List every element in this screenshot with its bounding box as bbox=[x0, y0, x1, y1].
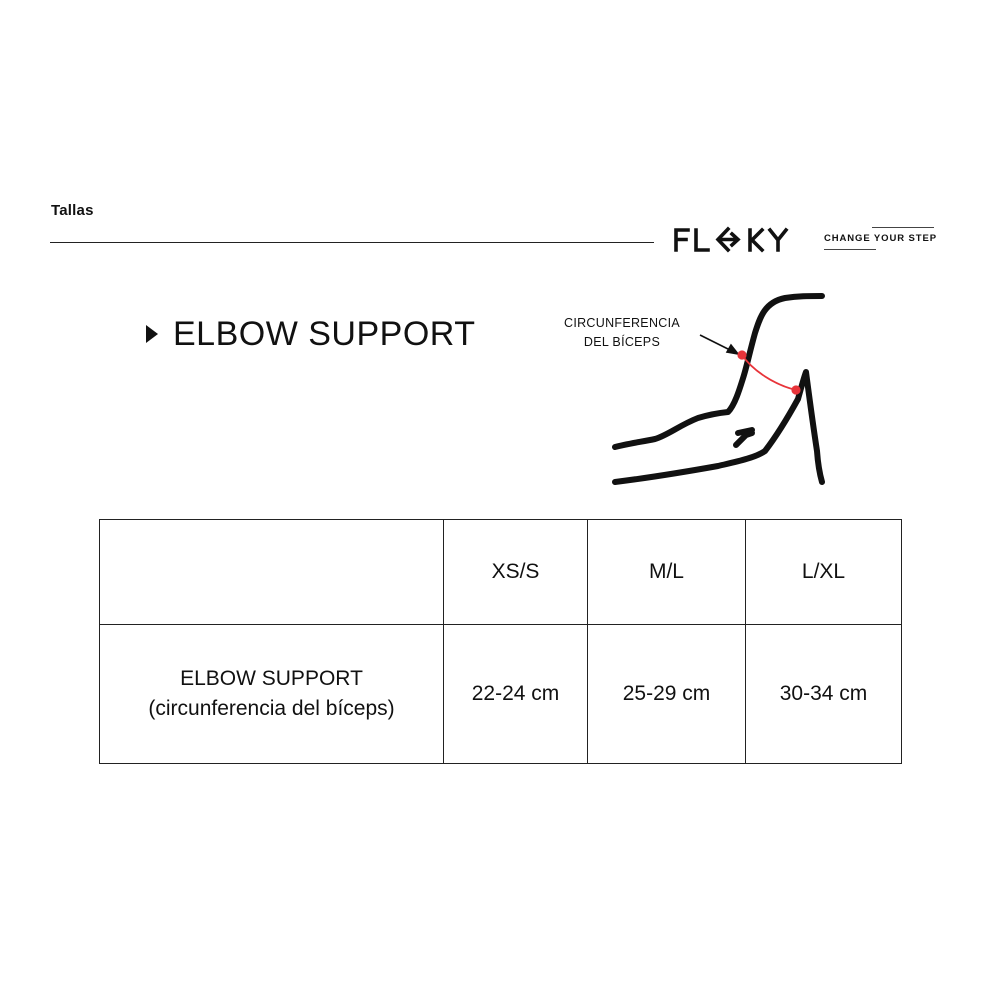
arrow-icon bbox=[699, 334, 740, 356]
triangle-right-icon bbox=[146, 325, 158, 343]
diagram-label-line-1: CIRCUNFERENCIA bbox=[564, 316, 681, 330]
row-label-line-2: (circunferencia del bíceps) bbox=[148, 697, 395, 720]
bicep-measure-curve bbox=[741, 354, 797, 391]
value-m-l: 25-29 cm bbox=[587, 624, 746, 764]
measure-point-bottom bbox=[791, 385, 801, 395]
row-label: ELBOW SUPPORT (circunferencia del bíceps… bbox=[100, 664, 443, 724]
arm-bicep-outline-icon bbox=[612, 293, 825, 485]
measure-point-top bbox=[737, 350, 747, 360]
row-label-line-1: ELBOW SUPPORT bbox=[180, 667, 363, 690]
brand-tagline-wrap: CHANGE YOUR STEP bbox=[824, 227, 937, 253]
header-blank-cell bbox=[99, 519, 444, 625]
tagline-rule-bottom bbox=[824, 249, 876, 250]
header-size-xs-s: XS/S bbox=[443, 519, 588, 625]
brand-tagline: CHANGE YOUR STEP bbox=[824, 233, 937, 244]
size-table: XS/S M/L L/XL ELBOW SUPPORT (circunferen… bbox=[99, 519, 902, 764]
header-size-l-xl: L/XL bbox=[745, 519, 902, 625]
floky-wordmark-icon bbox=[674, 226, 789, 253]
table-row: ELBOW SUPPORT (circunferencia del bíceps… bbox=[99, 624, 902, 764]
product-title: ELBOW SUPPORT bbox=[173, 315, 476, 353]
brand-block: CHANGE YOUR STEP bbox=[672, 222, 942, 258]
header-divider bbox=[50, 242, 654, 243]
arm-outline bbox=[612, 293, 825, 485]
tagline-rule-top bbox=[872, 227, 934, 228]
row-label-cell: ELBOW SUPPORT (circunferencia del bíceps… bbox=[99, 624, 444, 764]
diagram-label-line-2: DEL BÍCEPS bbox=[583, 335, 661, 349]
value-l-xl: 30-34 cm bbox=[745, 624, 902, 764]
measurement-diagram: CIRCUNFERENCIA DEL BÍCEPS bbox=[560, 285, 840, 490]
page-label: Tallas bbox=[51, 202, 94, 219]
table-header-row: XS/S M/L L/XL bbox=[99, 519, 902, 625]
product-heading: ELBOW SUPPORT bbox=[146, 314, 476, 354]
diagram-label: CIRCUNFERENCIA DEL BÍCEPS bbox=[564, 314, 680, 352]
value-xs-s: 22-24 cm bbox=[443, 624, 588, 764]
header-size-m-l: M/L bbox=[587, 519, 746, 625]
